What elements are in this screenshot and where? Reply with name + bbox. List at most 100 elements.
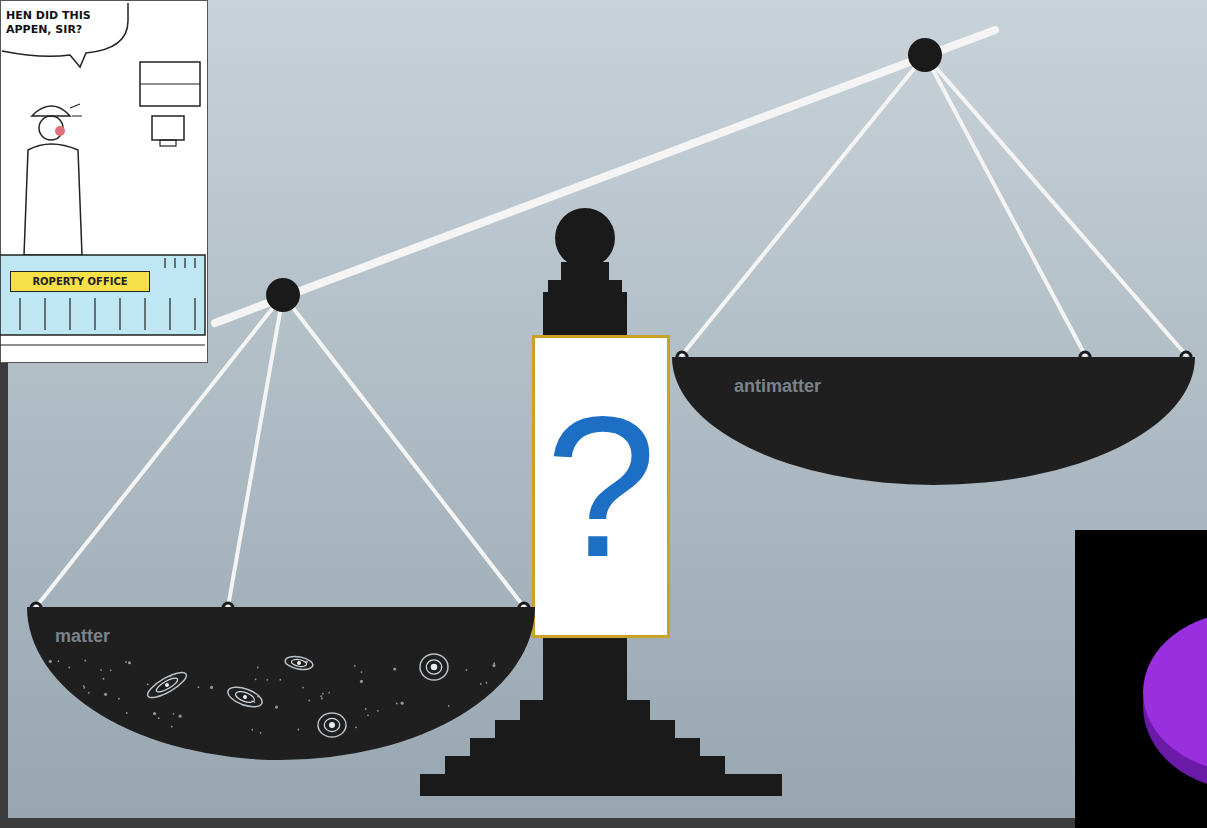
star <box>322 693 324 695</box>
monitor <box>152 116 184 140</box>
star <box>354 665 356 667</box>
star <box>320 695 322 697</box>
cartoon-frame <box>1 1 208 363</box>
slat <box>194 298 195 330</box>
galaxy <box>318 713 346 737</box>
star <box>210 686 213 689</box>
antimatter-pan-text: antimatter <box>672 355 1195 397</box>
star <box>126 712 128 714</box>
slat <box>44 298 45 330</box>
star <box>100 669 102 671</box>
star <box>393 667 396 670</box>
star <box>128 661 131 664</box>
pan-shape <box>672 355 1195 485</box>
hat <box>32 106 70 116</box>
star <box>355 726 357 728</box>
stand <box>420 208 782 796</box>
galaxy <box>420 654 448 680</box>
cartoon-inset <box>0 1 208 363</box>
galaxy-arm <box>426 660 441 674</box>
galaxy-arm <box>284 655 314 672</box>
string <box>925 55 1186 355</box>
bubble-outline-path <box>2 3 128 67</box>
star <box>260 732 262 734</box>
star <box>58 660 60 662</box>
star <box>275 705 278 708</box>
star <box>266 679 268 681</box>
shelf-line <box>140 83 200 84</box>
star <box>365 708 367 710</box>
galaxy-core <box>242 694 247 699</box>
star <box>153 712 156 715</box>
star <box>493 662 495 664</box>
counter-slats <box>20 258 195 330</box>
star <box>360 680 363 683</box>
star <box>125 661 127 663</box>
star <box>321 698 323 700</box>
galaxy-arm <box>318 713 346 737</box>
string <box>925 55 1085 355</box>
string <box>283 295 524 607</box>
star <box>328 692 330 694</box>
galaxy-arm <box>155 676 180 695</box>
galaxy-arm <box>225 683 264 710</box>
slat <box>184 258 185 268</box>
beam <box>215 30 995 323</box>
base-step <box>495 720 675 740</box>
star <box>103 678 105 680</box>
star <box>367 714 369 716</box>
slat <box>194 258 195 268</box>
star <box>255 678 257 680</box>
star <box>302 687 304 689</box>
star <box>448 705 450 707</box>
antimatter-pan: antimatter <box>672 355 1195 485</box>
star <box>257 667 259 669</box>
slat <box>94 298 95 330</box>
star <box>118 698 120 700</box>
star <box>251 729 253 731</box>
question-box: ? <box>532 335 670 638</box>
string <box>228 295 283 607</box>
body <box>24 144 82 255</box>
star <box>158 717 160 719</box>
shelf <box>140 62 200 106</box>
base-step <box>420 774 782 796</box>
nose <box>55 126 65 136</box>
slat <box>144 298 145 330</box>
star <box>68 667 70 669</box>
star <box>401 702 404 705</box>
star <box>49 660 52 663</box>
base-step <box>445 756 725 776</box>
galaxy-core <box>329 722 335 728</box>
star <box>308 700 310 702</box>
office-sign-text: ROPERTY OFFICE <box>11 272 149 291</box>
galaxy-core <box>164 682 169 687</box>
slat <box>119 298 120 330</box>
question-box-text: ? <box>535 387 667 587</box>
star <box>83 685 85 687</box>
star <box>279 679 281 681</box>
surprise-marks <box>70 104 82 116</box>
star <box>173 713 175 715</box>
slat <box>69 298 70 330</box>
matter-pan: matter <box>27 605 535 760</box>
star <box>361 671 363 673</box>
star <box>83 687 85 689</box>
slat <box>19 298 20 330</box>
office-sign: ROPERTY OFFICE <box>10 271 150 292</box>
speech-bubble-text: HEN DID THIS APPEN, SIR? <box>2 3 110 37</box>
stand-collar <box>548 280 622 294</box>
galaxy-arm <box>234 689 256 704</box>
galaxy-arm <box>324 718 339 731</box>
floor-line <box>0 344 205 345</box>
pivot <box>266 278 300 312</box>
star <box>84 660 86 662</box>
star <box>466 669 468 671</box>
star <box>198 686 200 688</box>
galaxy <box>144 668 189 702</box>
monitor-stand <box>160 140 176 146</box>
galaxies <box>49 654 496 737</box>
purple-disc <box>1143 612 1207 772</box>
